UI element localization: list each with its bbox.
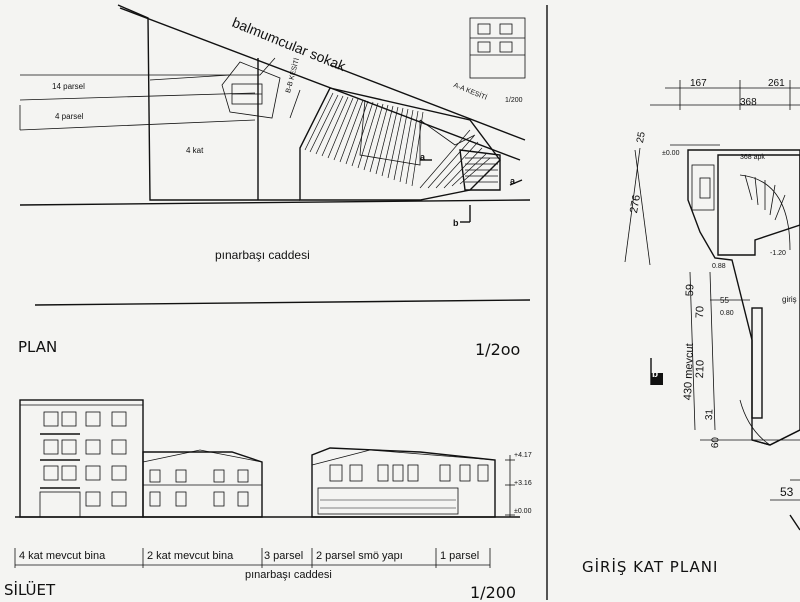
silhouette-title: SİLÜET [4,581,56,599]
segment-1parsel: 1 parsel [440,550,480,562]
dim-55: 53 [780,485,794,499]
segment-4kat: 4 kat mevcut bina [19,550,106,562]
parcel-4-label: 4 parsel [55,112,84,121]
dim-368: 368 [740,97,757,108]
ground-floor-plan [624,80,800,531]
elevation-mid: +3.16 [514,480,532,487]
plan-scale: 1/2oo [475,340,521,359]
parcel-14-label: 14 parsel [52,82,85,91]
silhouette-elevation [14,399,520,568]
dim-210: 210 [694,359,707,379]
level-minus: -1.20 [770,250,786,257]
street-name-bottom: pınarbaşı caddesi [215,248,310,262]
silhouette-scale: 1/200 [470,583,517,602]
dim-59: 59 [684,283,697,297]
marker-b-label: b [453,218,459,228]
dim-25: 25 [635,131,648,144]
section-marker-a [420,159,523,186]
small-scale-label: 1/200 [505,97,523,104]
plan-title: PLAN [18,338,58,356]
building-roof-plan [299,87,501,201]
segment-2kat: 2 kat mevcut bina [147,550,234,562]
street-line-top [119,7,521,161]
dim-430: 430 mevcut [682,343,696,401]
ground-floor-title: GİRİŞ KAT PLANI [582,558,719,576]
section-marker-b [460,205,471,223]
street-line-bottom [34,299,531,306]
level-zero: ±0.00 [662,150,680,157]
elevation-top: +4.17 [514,452,532,459]
entry-label: giriş [782,295,797,304]
aa-section-sketch [469,17,526,79]
segment-2parsel: 2 parsel smö yapı [316,550,403,562]
parcel-line-14 [20,57,276,76]
bb-section-sketch [221,61,281,119]
segment-3parsel: 3 parsel [264,550,304,562]
street-line-mid [19,199,531,206]
dim-167: 167 [690,78,707,89]
silhouette-street: pınarbaşı caddesi [245,569,332,581]
dim-60: 60 [710,436,722,449]
parcel-4kat-outline [117,4,300,201]
dim-261: 261 [768,78,785,89]
elevation-base: ±0.00 [514,508,532,515]
storeys-label: 4 kat [186,146,204,155]
parcel-line-4a [19,92,256,101]
parcel-line-4b [19,119,256,131]
marker-a-label-2: a [510,176,516,186]
right-marker-b: b [652,369,659,380]
marker-a-label-1: a [420,152,426,162]
dim-080: 0.80 [720,310,734,317]
dim-70: 70 [694,305,707,319]
dim-368apk: 368 apk [740,154,765,161]
dim-31: 31 [704,408,716,421]
dim-088: 0.88 [712,263,726,270]
dim-53: 55 [720,296,729,305]
